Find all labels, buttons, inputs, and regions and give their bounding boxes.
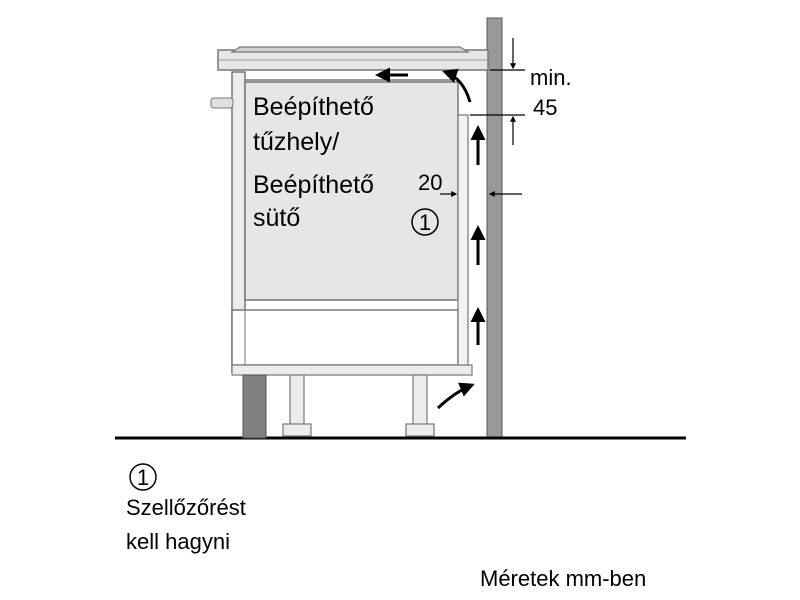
- appliance-label-line1: Beépíthető: [253, 93, 374, 121]
- dimension-top-gap: [470, 38, 525, 145]
- appliance-body: [244, 81, 459, 301]
- worktop: [217, 46, 489, 71]
- wall: [486, 17, 503, 439]
- drawer: [231, 309, 459, 366]
- units-note: Méretek mm-ben: [480, 566, 646, 591]
- appliance-label-line2: tűzhely/: [253, 128, 339, 156]
- curved-arrow-bottom: [436, 382, 475, 410]
- callout-circle: [411, 208, 439, 236]
- knob: [210, 97, 234, 109]
- legend-line1: Szellőzőrést: [126, 495, 246, 520]
- legend-number: 1: [137, 465, 149, 490]
- dimension-top-label-line1: min.: [530, 65, 572, 90]
- appliance-label-line4: sütő: [253, 204, 300, 232]
- legend-line2: kell hagyni: [126, 529, 230, 554]
- callout-number: 1: [419, 210, 431, 235]
- dimension-top-label-line2: 45: [533, 95, 557, 120]
- appliance-label-line3: Beépíthető: [253, 171, 374, 199]
- dimension-side-label: 20: [418, 170, 442, 195]
- legs: [282, 374, 435, 437]
- legend-circle: [129, 463, 157, 491]
- airflow-arrows: [375, 67, 486, 410]
- curved-arrow-top: [442, 68, 472, 103]
- cabinet-bottom-panel: [231, 364, 473, 376]
- plinth: [242, 374, 267, 439]
- rear-panel: [457, 114, 469, 366]
